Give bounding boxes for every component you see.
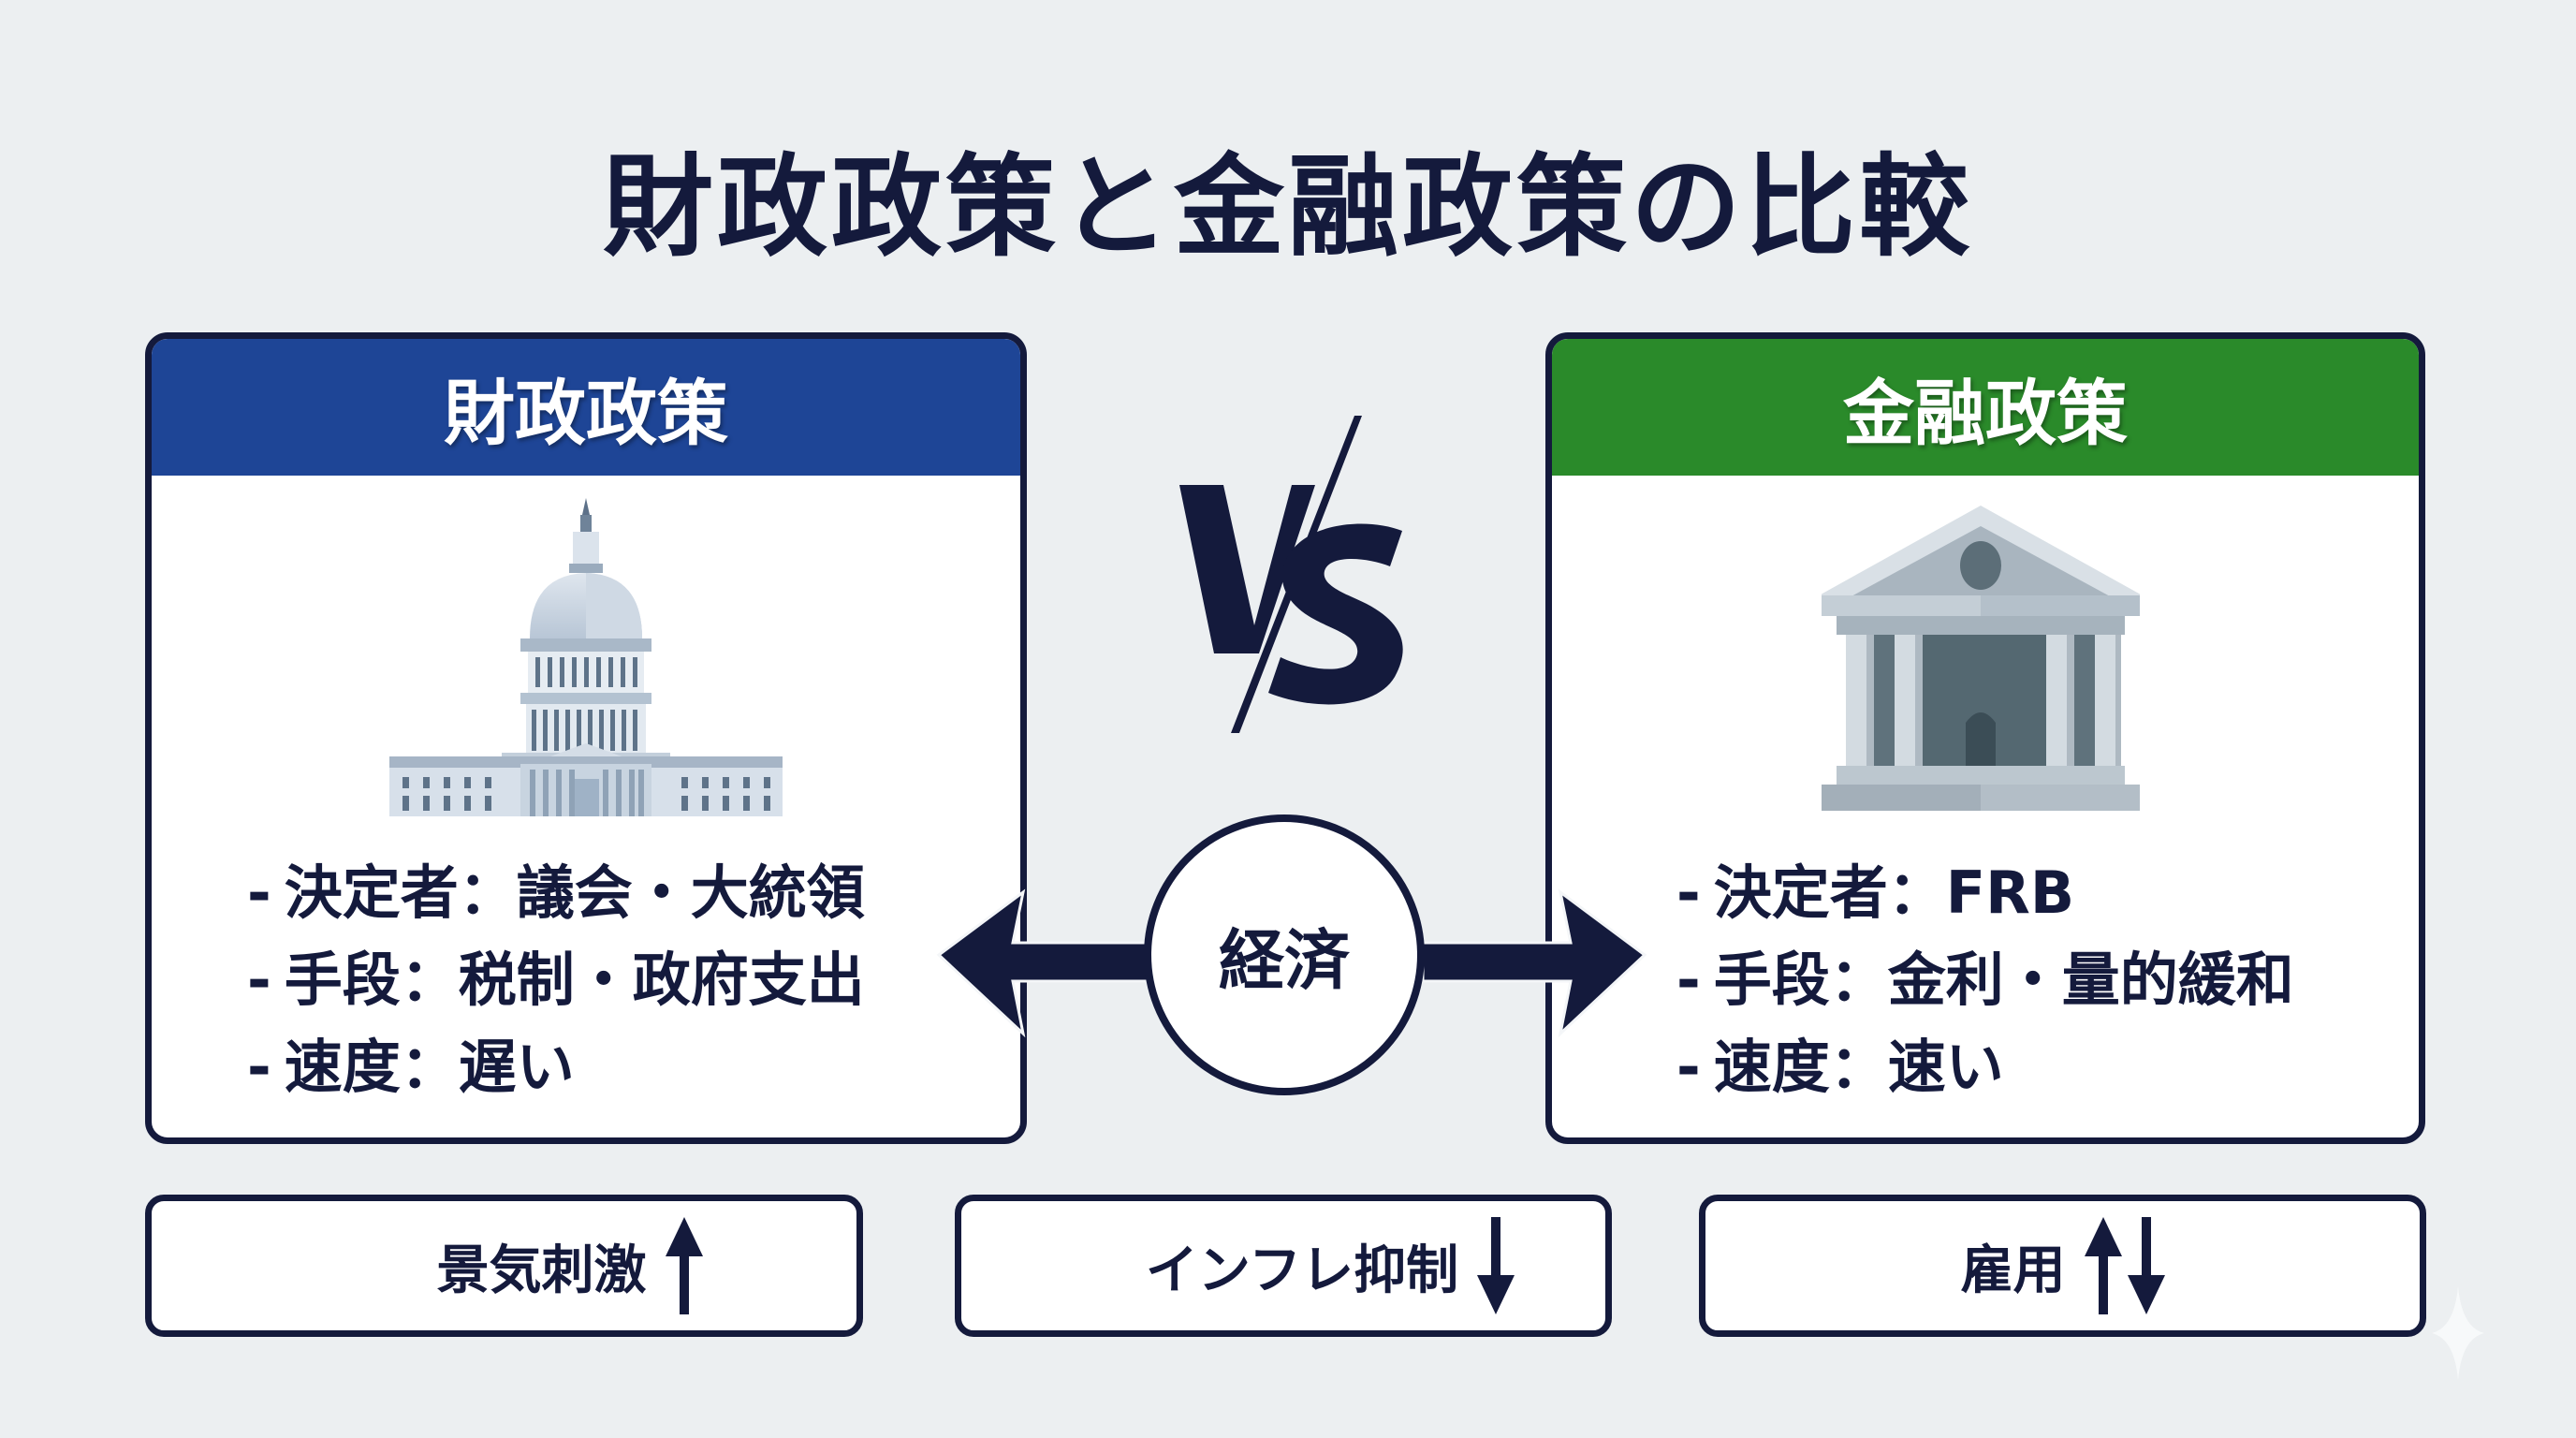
fiscal-policy-header: 財政政策	[152, 339, 1020, 476]
effect-box-inflation-control: インフレ抑制	[955, 1195, 1612, 1337]
effect-label: 景気刺激	[436, 1240, 647, 1301]
monetary-tools: 手段：金利・量的緩和	[1713, 946, 2294, 1014]
capitol-building-icon	[152, 498, 1020, 816]
arrow-up-icon	[2084, 1217, 2122, 1314]
arrow-down-icon	[2127, 1217, 2165, 1314]
fiscal-decision-maker: 決定者：議会・大統領	[284, 858, 865, 927]
fiscal-tools: 手段：税制・政府支出	[284, 946, 865, 1014]
effect-label: 雇用	[1960, 1240, 2066, 1301]
arrow-up-icon	[665, 1217, 703, 1314]
bank-building-icon	[1552, 498, 2419, 816]
list-item: -決定者：議会・大統領	[247, 858, 865, 927]
monetary-policy-card: 金融政策	[1545, 332, 2425, 1144]
list-item: -決定者：FRB	[1676, 858, 2075, 927]
monetary-speed: 速度：速い	[1713, 1033, 2004, 1101]
list-item: -速度：速い	[1676, 1033, 2004, 1101]
vs-icon	[1179, 416, 1403, 733]
fiscal-policy-list: -決定者：議会・大統領 -手段：税制・政府支出 -速度：遅い	[247, 849, 865, 1110]
effect-label: インフレ抑制	[1145, 1240, 1459, 1301]
page-title: 財政政策と金融政策の比較	[602, 142, 1973, 271]
economy-label: 経済	[1219, 921, 1350, 999]
list-item: -手段：税制・政府支出	[247, 946, 865, 1014]
economy-hub: 経済	[1144, 814, 1425, 1095]
effect-box-employment: 雇用	[1699, 1195, 2426, 1337]
effect-box-stimulus: 景気刺激	[145, 1195, 863, 1337]
sparkle-icon	[2432, 1286, 2484, 1380]
monetary-policy-header: 金融政策	[1552, 339, 2419, 476]
fiscal-policy-card: 財政政策	[145, 332, 1027, 1144]
fiscal-speed: 速度：遅い	[284, 1033, 575, 1101]
list-item: -手段：金利・量的緩和	[1676, 946, 2294, 1014]
arrow-down-icon	[1477, 1217, 1515, 1314]
monetary-decision-maker: 決定者：FRB	[1713, 858, 2075, 927]
vs-mark	[1165, 403, 1418, 749]
list-item: -速度：遅い	[247, 1033, 575, 1101]
monetary-policy-list: -決定者：FRB -手段：金利・量的緩和 -速度：速い	[1676, 849, 2294, 1110]
